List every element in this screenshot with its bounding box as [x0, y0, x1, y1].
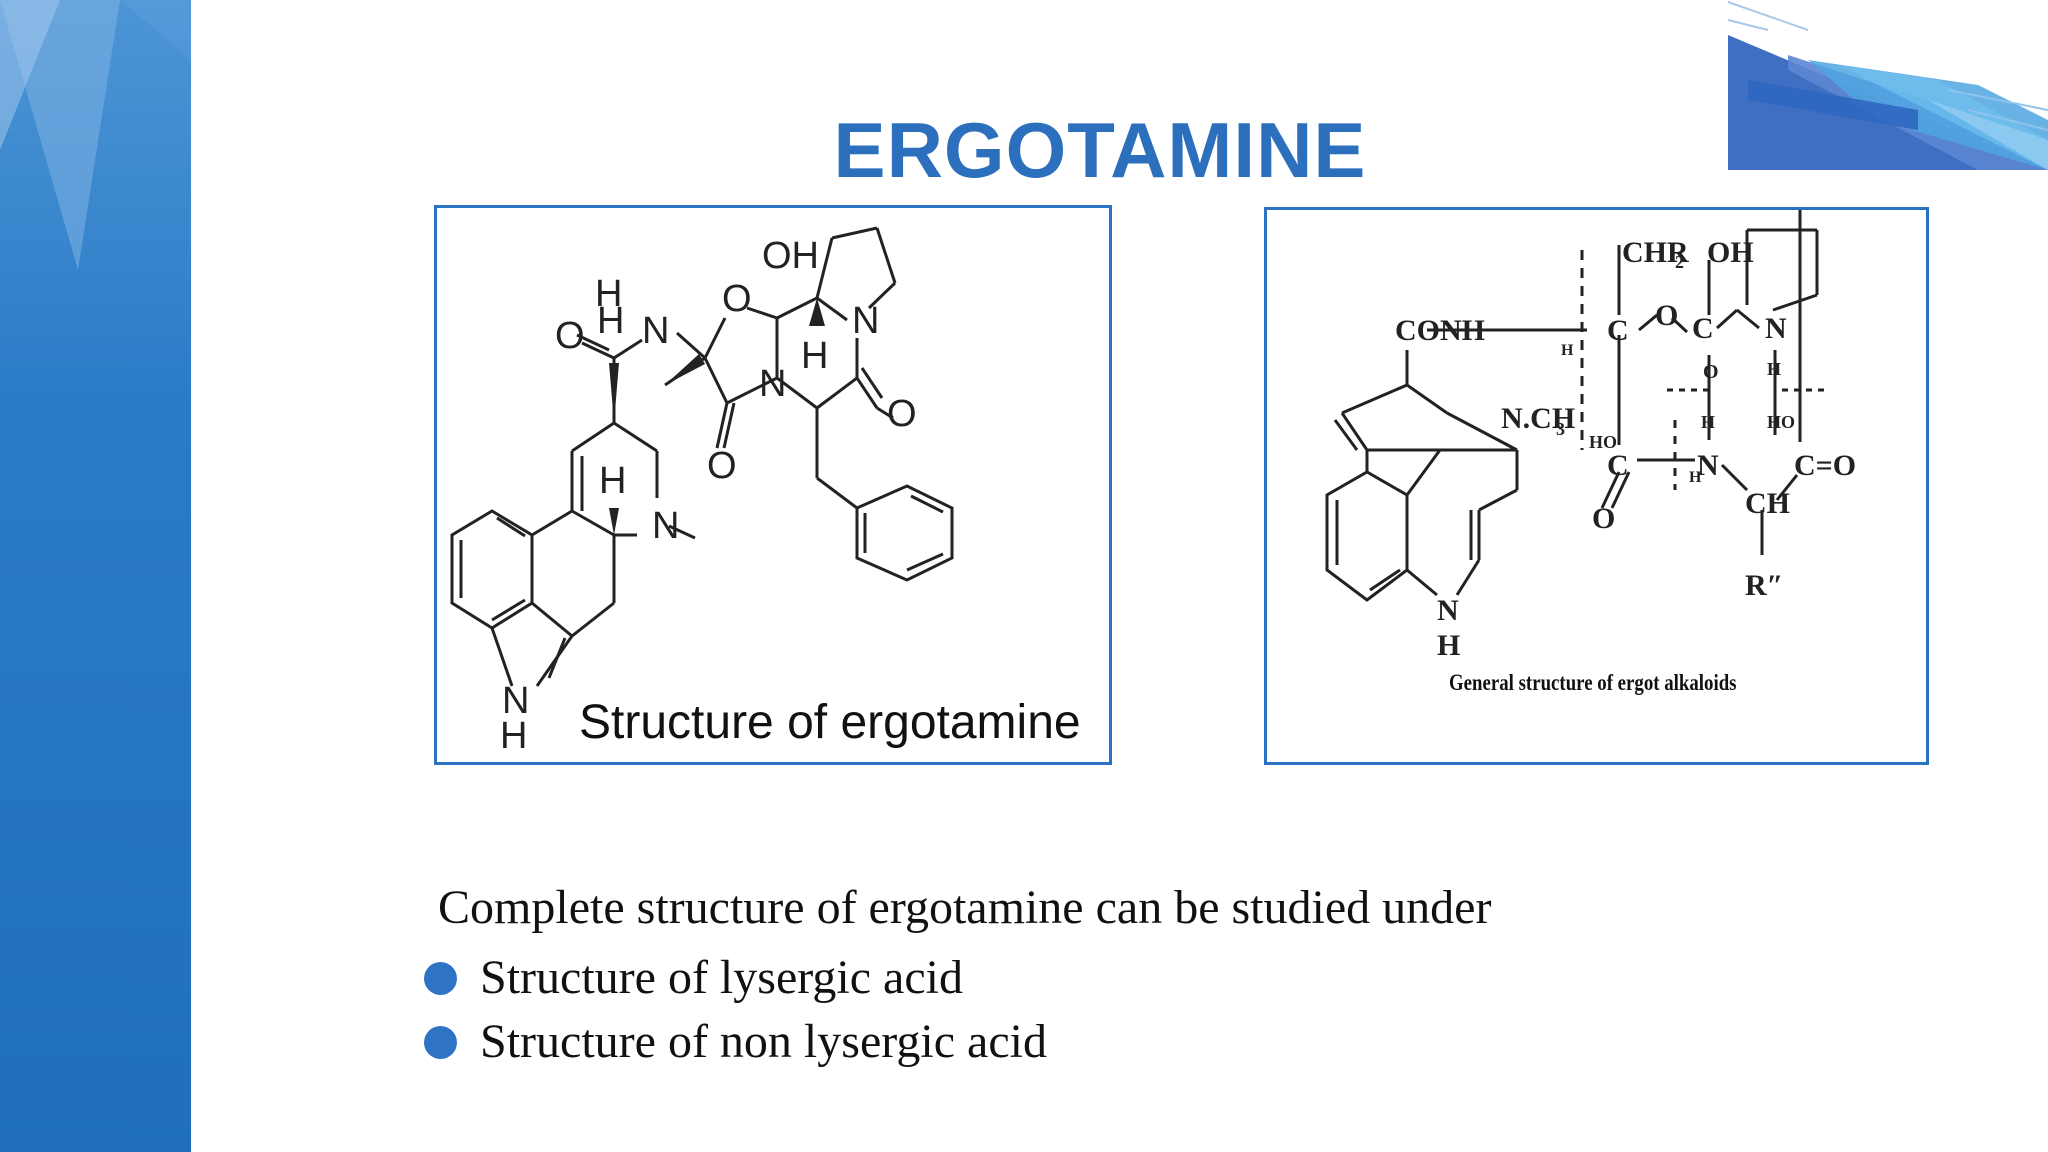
svg-text:H: H	[801, 335, 828, 377]
svg-text:2: 2	[1675, 252, 1684, 272]
svg-text:O: O	[1592, 502, 1615, 535]
svg-text:H: H	[1767, 359, 1781, 379]
svg-text:O: O	[1655, 299, 1678, 332]
svg-text:C: C	[1692, 312, 1714, 345]
svg-text:N: N	[502, 680, 529, 722]
svg-text:O: O	[555, 315, 585, 357]
svg-text:H: H	[599, 460, 626, 502]
svg-text:H: H	[1561, 342, 1574, 359]
ergotamine-structure-drawing: H N H O O OH H N N O O N H N H Structure…	[450, 226, 1081, 757]
svg-text:N: N	[1765, 312, 1787, 345]
svg-text:H: H	[500, 715, 527, 757]
corner-decoration	[1727, 1, 2048, 170]
intro-text: Complete structure of ergotamine can be …	[438, 881, 1492, 934]
svg-text:H: H	[1437, 629, 1460, 662]
svg-text:H: H	[595, 273, 622, 315]
svg-text:N: N	[642, 310, 669, 352]
svg-text:H: H	[1689, 469, 1702, 486]
list-item: Structure of non lysergic acid	[420, 1010, 1047, 1074]
svg-text:N.CH: N.CH	[1501, 402, 1575, 435]
svg-text:N: N	[1697, 449, 1719, 482]
svg-text:O: O	[707, 445, 737, 487]
svg-text:HO: HO	[1767, 412, 1795, 432]
svg-text:OH: OH	[1707, 236, 1754, 269]
ergot-alkaloids-caption: General structure of ergot alkaloids	[1449, 669, 1737, 695]
svg-text:3: 3	[1556, 419, 1565, 439]
bullet-text: Structure of non lysergic acid	[480, 1015, 1047, 1068]
ergotamine-caption: Structure of ergotamine	[579, 696, 1081, 749]
ergot-alkaloids-general-structure-figure: CHR 2 OH CONH C O C N H O H N.CH 3 HO H …	[1264, 207, 1929, 765]
svg-text:H: H	[1701, 412, 1715, 432]
svg-text:O: O	[722, 278, 752, 320]
list-item: Structure of lysergic acid	[420, 946, 1047, 1010]
svg-text:N: N	[1437, 594, 1459, 627]
svg-text:C: C	[1607, 314, 1629, 347]
bullet-list: Structure of lysergic acid Structure of …	[420, 946, 1047, 1074]
bullet-text: Structure of lysergic acid	[480, 951, 963, 1004]
svg-text:N: N	[852, 300, 879, 342]
ergot-alkaloids-drawing: CHR 2 OH CONH C O C N H O H N.CH 3 HO H …	[1325, 210, 1856, 695]
svg-text:CONH: CONH	[1395, 314, 1485, 347]
svg-text:O: O	[887, 393, 917, 435]
bullet-dot-icon	[424, 962, 457, 995]
svg-text:HO: HO	[1589, 432, 1617, 452]
svg-text:H: H	[597, 300, 624, 342]
bullet-dot-icon	[424, 1026, 457, 1059]
svg-text:N: N	[759, 363, 786, 405]
svg-text:O: O	[1703, 361, 1719, 383]
svg-text:CH: CH	[1745, 487, 1790, 520]
svg-text:N: N	[652, 505, 679, 547]
svg-text:C: C	[1607, 449, 1629, 482]
slide-title: ERGOTAMINE	[833, 106, 1367, 194]
svg-text:C=O: C=O	[1794, 449, 1856, 482]
ergotamine-structure-figure: H N H O O OH H N N O O N H N H Structure…	[434, 205, 1112, 765]
svg-text:OH: OH	[762, 235, 819, 277]
svg-text:R″: R″	[1745, 569, 1783, 602]
sidebar-decoration	[0, 0, 191, 1152]
svg-text:CHR: CHR	[1622, 236, 1689, 269]
